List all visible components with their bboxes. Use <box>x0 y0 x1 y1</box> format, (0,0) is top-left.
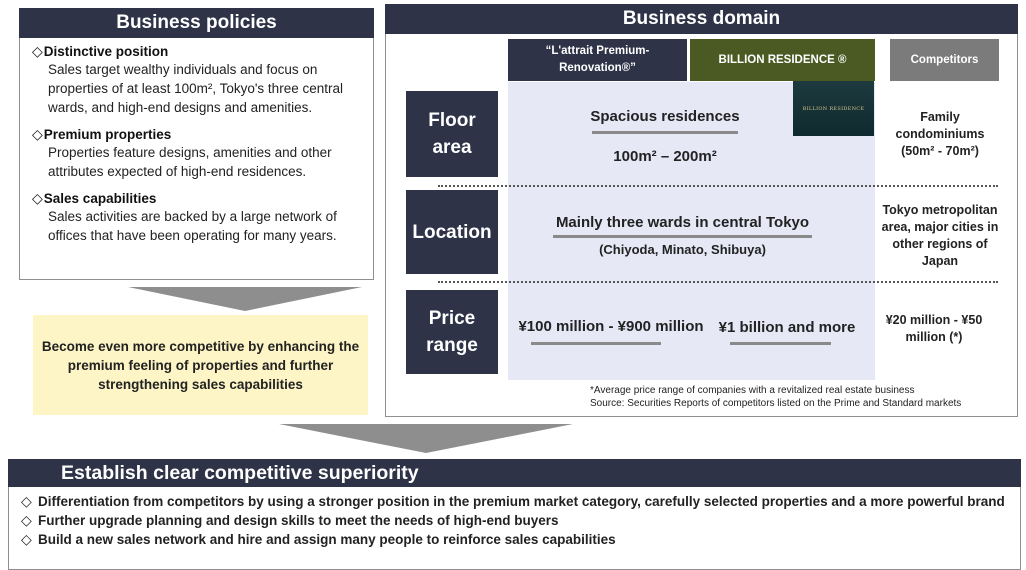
floor-area-main: Spacious residences <box>590 108 740 125</box>
diamond-bullet-icon: ◇ <box>21 512 32 528</box>
policy-item-text: Sales activities are backed by a large n… <box>48 209 337 243</box>
policies-header: Business policies <box>19 8 374 38</box>
policy-item-title: ◇Premium properties <box>32 126 363 143</box>
policy-title-text: Distinctive position <box>43 44 169 59</box>
policy-item-title: ◇Distinctive position <box>32 43 363 60</box>
superiority-panel: ◇Differentiation from competitors by usi… <box>8 487 1021 570</box>
policy-title-text: Premium properties <box>43 127 172 142</box>
competitor-floor-area: Family condominiums (50m² - 70m²) <box>895 110 985 158</box>
billion-residence-logo: BILLION RESIDENCE <box>793 81 874 136</box>
underline <box>592 131 738 134</box>
location-sub: (Chiyoda, Minato, Shibuya) <box>599 242 766 257</box>
policy-item-text: Sales target wealthy individuals and foc… <box>48 62 343 115</box>
column-header-lattrait: “L'attrait Premium-Renovation®” <box>508 39 687 81</box>
logo-text: BILLION RESIDENCE <box>802 105 865 112</box>
location-main: Mainly three wards in central Tokyo <box>555 214 810 231</box>
footnote-average-price: *Average price range of companies with a… <box>590 385 915 396</box>
underline <box>553 235 812 238</box>
diamond-bullet-icon: ◇ <box>32 190 43 206</box>
down-arrow-icon <box>128 287 362 311</box>
floor-area-sub: 100m² – 200m² <box>613 148 717 165</box>
diamond-bullet-icon: ◇ <box>32 43 43 59</box>
row-label-floor-area: Floor area <box>406 91 498 177</box>
competitor-location: Tokyo metropolitan area, major cities in… <box>881 203 999 268</box>
down-arrow-icon <box>279 424 573 453</box>
column-header-billion: BILLION RESIDENCE ® <box>690 39 875 81</box>
underline <box>730 342 831 345</box>
row-separator <box>438 281 998 283</box>
row-label-price-range: Price range <box>406 290 498 374</box>
policy-item-title: ◇Sales capabilities <box>32 190 363 207</box>
superiority-title: Establish clear competitive superiority <box>61 461 419 484</box>
underline <box>531 342 661 345</box>
column-header-competitors: Competitors <box>890 39 999 81</box>
row-label-location: Location <box>406 190 498 274</box>
domain-panel <box>385 34 1018 417</box>
superiority-item: ◇Further upgrade planning and design ski… <box>21 512 559 528</box>
diamond-bullet-icon: ◇ <box>32 126 43 142</box>
policies-title: Business policies <box>116 12 277 33</box>
price-billion: ¥1 billion and more <box>718 319 856 336</box>
diamond-bullet-icon: ◇ <box>21 493 32 509</box>
policies-conclusion: Become even more competitive by enhancin… <box>33 315 368 415</box>
row-separator <box>438 185 998 187</box>
footnote-source: Source: Securities Reports of competitor… <box>590 398 962 409</box>
policies-panel: ◇Distinctive position Sales target wealt… <box>19 38 374 280</box>
domain-title: Business domain <box>622 8 781 29</box>
policy-item-text: Properties feature designs, amenities an… <box>48 145 332 179</box>
competitor-price: ¥20 million - ¥50 million (*) <box>885 313 983 344</box>
diamond-bullet-icon: ◇ <box>21 531 32 547</box>
superiority-item: ◇Build a new sales network and hire and … <box>21 531 616 547</box>
superiority-header: Establish clear competitive superiority <box>8 459 1021 487</box>
policy-title-text: Sales capabilities <box>43 191 157 206</box>
domain-header: Business domain <box>385 4 1018 34</box>
superiority-item: ◇Differentiation from competitors by usi… <box>21 493 1005 509</box>
price-lattrait: ¥100 million - ¥900 million <box>518 318 704 335</box>
